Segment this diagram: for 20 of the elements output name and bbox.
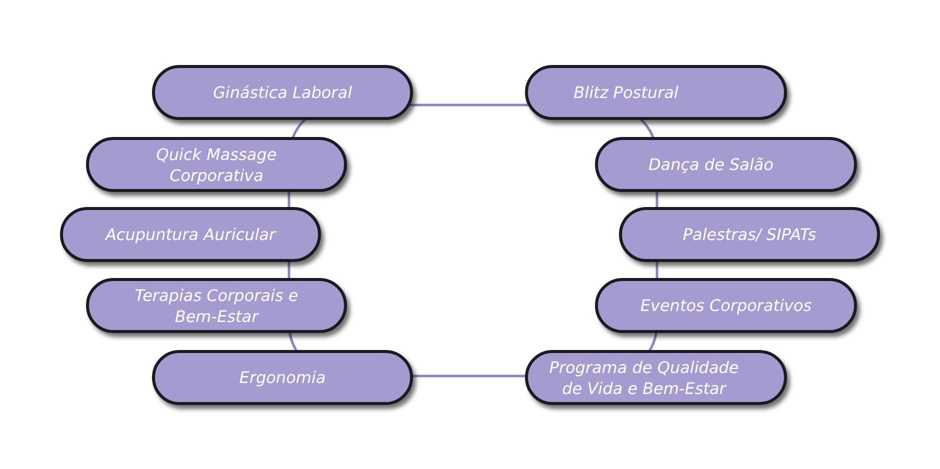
rounded-box (595, 278, 857, 333)
rounded-box (86, 137, 347, 192)
rounded-box (60, 207, 321, 262)
rounded-box (152, 350, 413, 405)
item-label: Eventos Corporativos (640, 295, 812, 316)
item-label: Ginástica Laboral (212, 82, 352, 103)
item-label: Terapias Corporais e Bem-Estar (134, 284, 300, 326)
rounded-box (595, 137, 857, 192)
item-label: Ergonomia (239, 367, 326, 388)
rounded-box (525, 350, 787, 405)
item-label: Quick Massage Corporativa (155, 144, 278, 186)
item-label: Acupuntura Auricular (105, 224, 276, 245)
rounded-box (525, 65, 787, 120)
item-label: Programa de Qualidade de Vida e Bem-Estar (548, 356, 740, 398)
rounded-box (86, 278, 347, 333)
item-label: Dança de Salão (648, 154, 774, 175)
item-label: Blitz Postural (574, 82, 678, 103)
rounded-box (619, 207, 880, 262)
item-label: Palestras/ SIPATs (682, 224, 816, 245)
rounded-box (152, 65, 413, 120)
